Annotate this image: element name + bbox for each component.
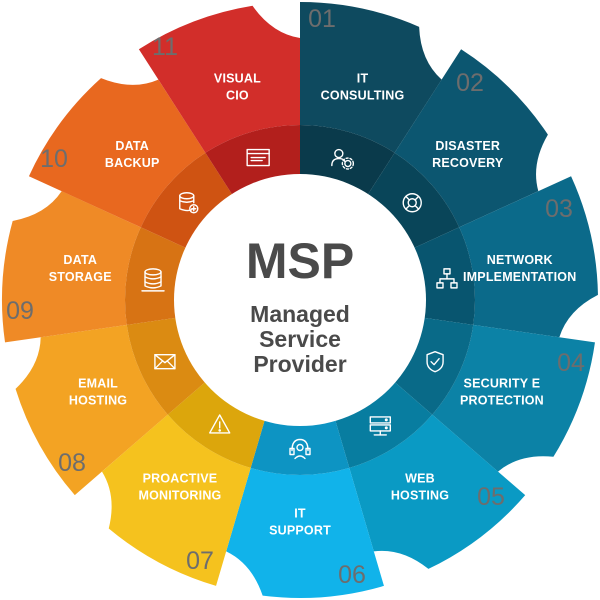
center-hub: MSP Managed Service Provider [174, 174, 426, 426]
segment-number: 11 [152, 33, 178, 61]
center-subtitle-line-2: Service [259, 326, 341, 352]
segment-label-line: IT [357, 71, 369, 85]
segment-number: 03 [545, 195, 573, 223]
database-backup-icon [179, 192, 199, 214]
segment-01: IT CONSULTING [300, 2, 442, 201]
shield-check-icon [426, 350, 444, 373]
segment-number: 09 [6, 297, 34, 325]
segment-label-line: DISASTER [435, 139, 500, 153]
segment-wedge [138, 5, 300, 153]
center-subtitle-line-3: Provider [253, 351, 346, 377]
segment-label-line: HOSTING [69, 394, 127, 408]
segment-wedge [394, 49, 548, 228]
segment-wedge [101, 414, 251, 586]
segment-inner-ring [167, 377, 267, 468]
segment-wedge [349, 414, 526, 569]
segment-06: IT SUPPORT [226, 413, 384, 599]
segment-label-line: RECOVERY [432, 156, 504, 170]
segment-02: DISASTER RECOVERY [363, 49, 548, 251]
segment-label-line: DATA [115, 139, 149, 153]
headset-support-icon [289, 438, 311, 460]
segment-wedge [15, 324, 168, 496]
segment-10: DATA BACKUP [28, 78, 237, 251]
segment-wedge [300, 2, 442, 153]
segment-wedge [28, 78, 206, 228]
segment-label-line: HOSTING [391, 488, 449, 502]
segment-label-line: CONSULTING [321, 88, 405, 102]
segment-label-line: VISUAL [214, 71, 261, 85]
segment-label-line: WEB [405, 471, 435, 485]
segment-08: EMAIL HOSTING [15, 316, 211, 496]
segment-label-line: IMPLEMENTATION [463, 270, 576, 284]
segment-inner-ring [389, 316, 474, 415]
dashboard-window-icon [246, 148, 270, 167]
segment-wedge [1, 191, 141, 343]
segment-07: PROACTIVE MONITORING [101, 377, 267, 586]
lifebuoy-icon [402, 193, 422, 213]
segment-label-line: DATA [63, 253, 97, 267]
segment-number: 06 [338, 561, 366, 589]
segment-number: 08 [58, 449, 86, 477]
segment-label-line: SUPPORT [269, 524, 331, 538]
segment-number: 05 [477, 483, 505, 511]
segment-label-line: IT [294, 507, 306, 521]
center-title: MSP [246, 233, 354, 289]
segment-number: 07 [186, 547, 214, 575]
consultant-gear-icon [331, 148, 355, 170]
segment-inner-ring [126, 316, 211, 415]
segment-03: NETWORK IMPLEMENTATION [407, 176, 598, 338]
segment-04: SECURITY E PROTECTION [389, 316, 595, 472]
segment-wedge [432, 324, 595, 472]
segment-inner-ring [363, 152, 460, 251]
segment-number: 01 [308, 5, 336, 33]
envelope-icon [154, 353, 176, 370]
numbers-layer: 01 02 03 04 05 06 07 08 09 10 11 [6, 5, 585, 589]
segment-number: 10 [40, 145, 68, 173]
segment-wedge [226, 467, 384, 599]
database-stack-icon [141, 268, 165, 292]
warning-triangle-icon [209, 414, 231, 434]
segment-label-line: MONITORING [138, 488, 221, 502]
segment-label-line: PROTECTION [460, 394, 544, 408]
center-subtitle-line-1: Managed [250, 301, 350, 327]
segment-wedge [459, 176, 598, 338]
network-icon [436, 268, 458, 289]
segment-label-line: SECURITY E [464, 377, 541, 391]
segment-label-line: CIO [226, 88, 249, 102]
segment-number: 02 [456, 69, 484, 97]
segment-label-line: EMAIL [78, 377, 118, 391]
segment-label-line: STORAGE [49, 270, 112, 284]
segment-label-line: BACKUP [105, 156, 160, 170]
segment-number: 04 [557, 349, 585, 377]
center-circle [174, 174, 426, 426]
segment-label-line: NETWORK [487, 253, 553, 267]
segment-label-line: PROACTIVE [143, 471, 218, 485]
server-icon [369, 416, 391, 436]
segment-05: WEB HOSTING [333, 377, 526, 569]
